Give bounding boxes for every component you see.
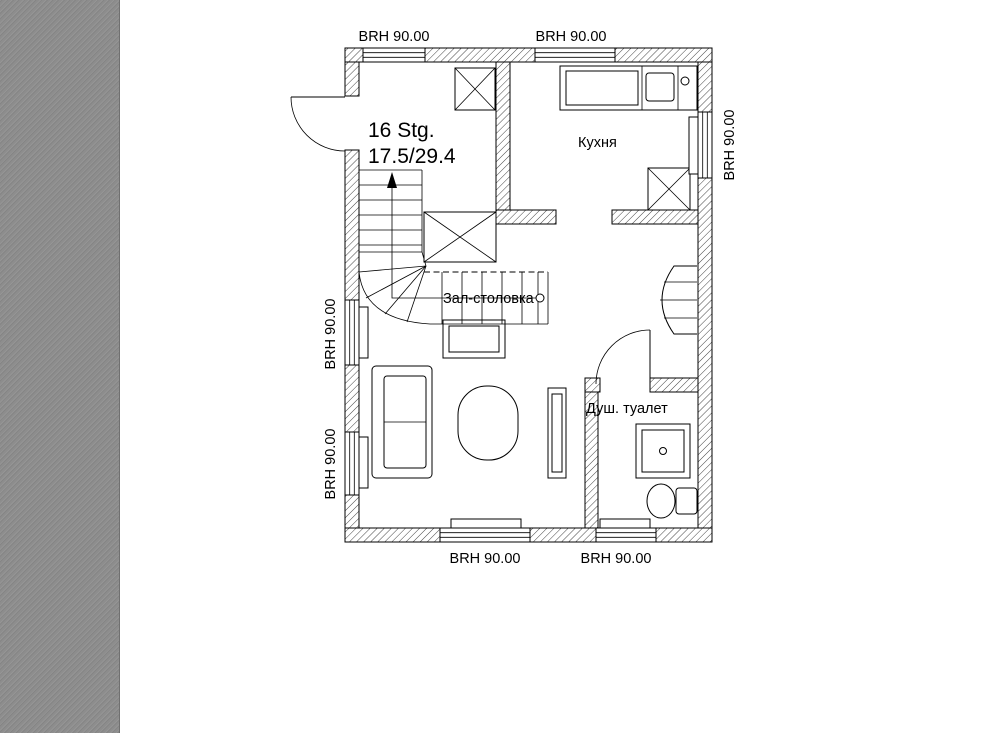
staircase <box>358 169 549 325</box>
window-right <box>697 111 713 179</box>
radiators <box>358 116 699 529</box>
dim-label-bottom-right: BRH 90.00 <box>581 551 652 567</box>
kitchen-counter <box>559 65 698 111</box>
window-left-lower <box>344 431 360 496</box>
room-label-bath: Душ. туалет <box>586 401 668 417</box>
dim-label-left-lower: BRH 90.00 <box>323 429 339 500</box>
left-gray-panel <box>0 0 120 733</box>
room-label-living: Зал-столовка <box>443 291 535 307</box>
dim-label-top-right: BRH 90.00 <box>536 29 607 45</box>
window-top-left <box>362 47 426 63</box>
side-table <box>442 319 506 359</box>
shower <box>635 423 691 479</box>
window-bottom-right <box>595 527 657 543</box>
stairs-count-label: 16 Stg. <box>368 119 435 142</box>
dim-label-left-upper: BRH 90.00 <box>323 299 339 370</box>
stair-walk-line <box>387 172 545 303</box>
shower-drain-icon <box>659 447 667 455</box>
chimney-block <box>423 211 497 263</box>
dim-label-top-left: BRH 90.00 <box>359 29 430 45</box>
interior-walls <box>495 61 699 529</box>
wall-shelf <box>660 265 697 335</box>
outer-walls <box>344 47 713 543</box>
window-top-right <box>534 47 616 63</box>
dim-label-bottom-left: BRH 90.00 <box>450 551 521 567</box>
dim-label-right: BRH 90.00 <box>722 110 738 181</box>
sink-tap-icon <box>680 76 690 86</box>
tv-stand <box>547 387 567 479</box>
bath-door <box>595 329 651 385</box>
entrance-door <box>290 96 346 152</box>
window-left-upper <box>344 299 360 366</box>
coffee-table <box>457 385 519 461</box>
window-bottom-left <box>439 527 531 543</box>
toilet <box>646 483 698 519</box>
shaft-block-top <box>454 67 496 111</box>
kitchen-appliance-block <box>647 167 691 211</box>
sofa <box>371 365 433 479</box>
stairs-dimension-label: 17.5/29.4 <box>368 145 456 168</box>
labels: BRH 90.00 BRH 90.00 BRH 90.00 BRH 90.00 … <box>323 29 738 567</box>
room-label-kitchen: Кухня <box>578 135 617 151</box>
